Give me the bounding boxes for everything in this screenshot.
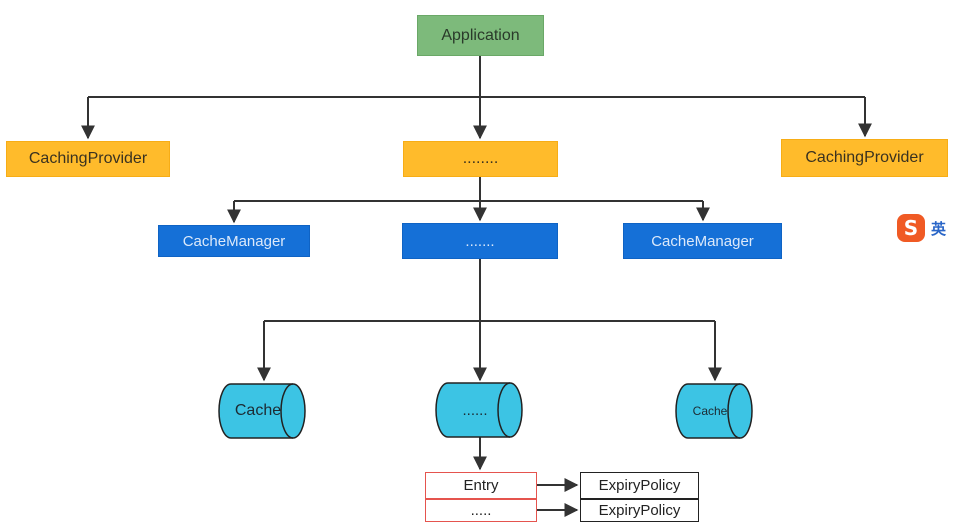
- entry-node-more: .....: [425, 499, 537, 522]
- expiry-policy-node-2: ExpiryPolicy: [580, 499, 699, 522]
- cache-label-mid: ......: [462, 401, 488, 419]
- cache-label-right: Cache: [692, 404, 728, 418]
- cache-cylinder-left: [218, 383, 306, 439]
- connector-manager-to-caches: [264, 259, 715, 322]
- caching-provider-left: CachingProvider: [6, 141, 170, 177]
- cache-manager-mid: .......: [402, 223, 558, 259]
- entry-node: Entry: [425, 472, 537, 499]
- application-node: Application: [417, 15, 544, 56]
- expiry-policy-node: ExpiryPolicy: [580, 472, 699, 499]
- caching-provider-right: CachingProvider: [781, 139, 948, 177]
- sogou-logo-icon: S: [897, 214, 925, 242]
- cache-cylinder-right: [675, 383, 753, 439]
- connector-app-to-providers: [88, 56, 865, 98]
- connector-provider-to-managers: [234, 177, 703, 202]
- caching-provider-mid: ........: [403, 141, 558, 177]
- cache-manager-right: CacheManager: [623, 223, 782, 259]
- cache-cylinder-mid: [435, 382, 523, 438]
- cache-label-left: Cache: [234, 402, 282, 419]
- ime-language-toggle[interactable]: 英: [931, 219, 947, 238]
- cache-manager-left: CacheManager: [158, 225, 310, 257]
- ime-toolbar[interactable]: S 英: [897, 212, 960, 244]
